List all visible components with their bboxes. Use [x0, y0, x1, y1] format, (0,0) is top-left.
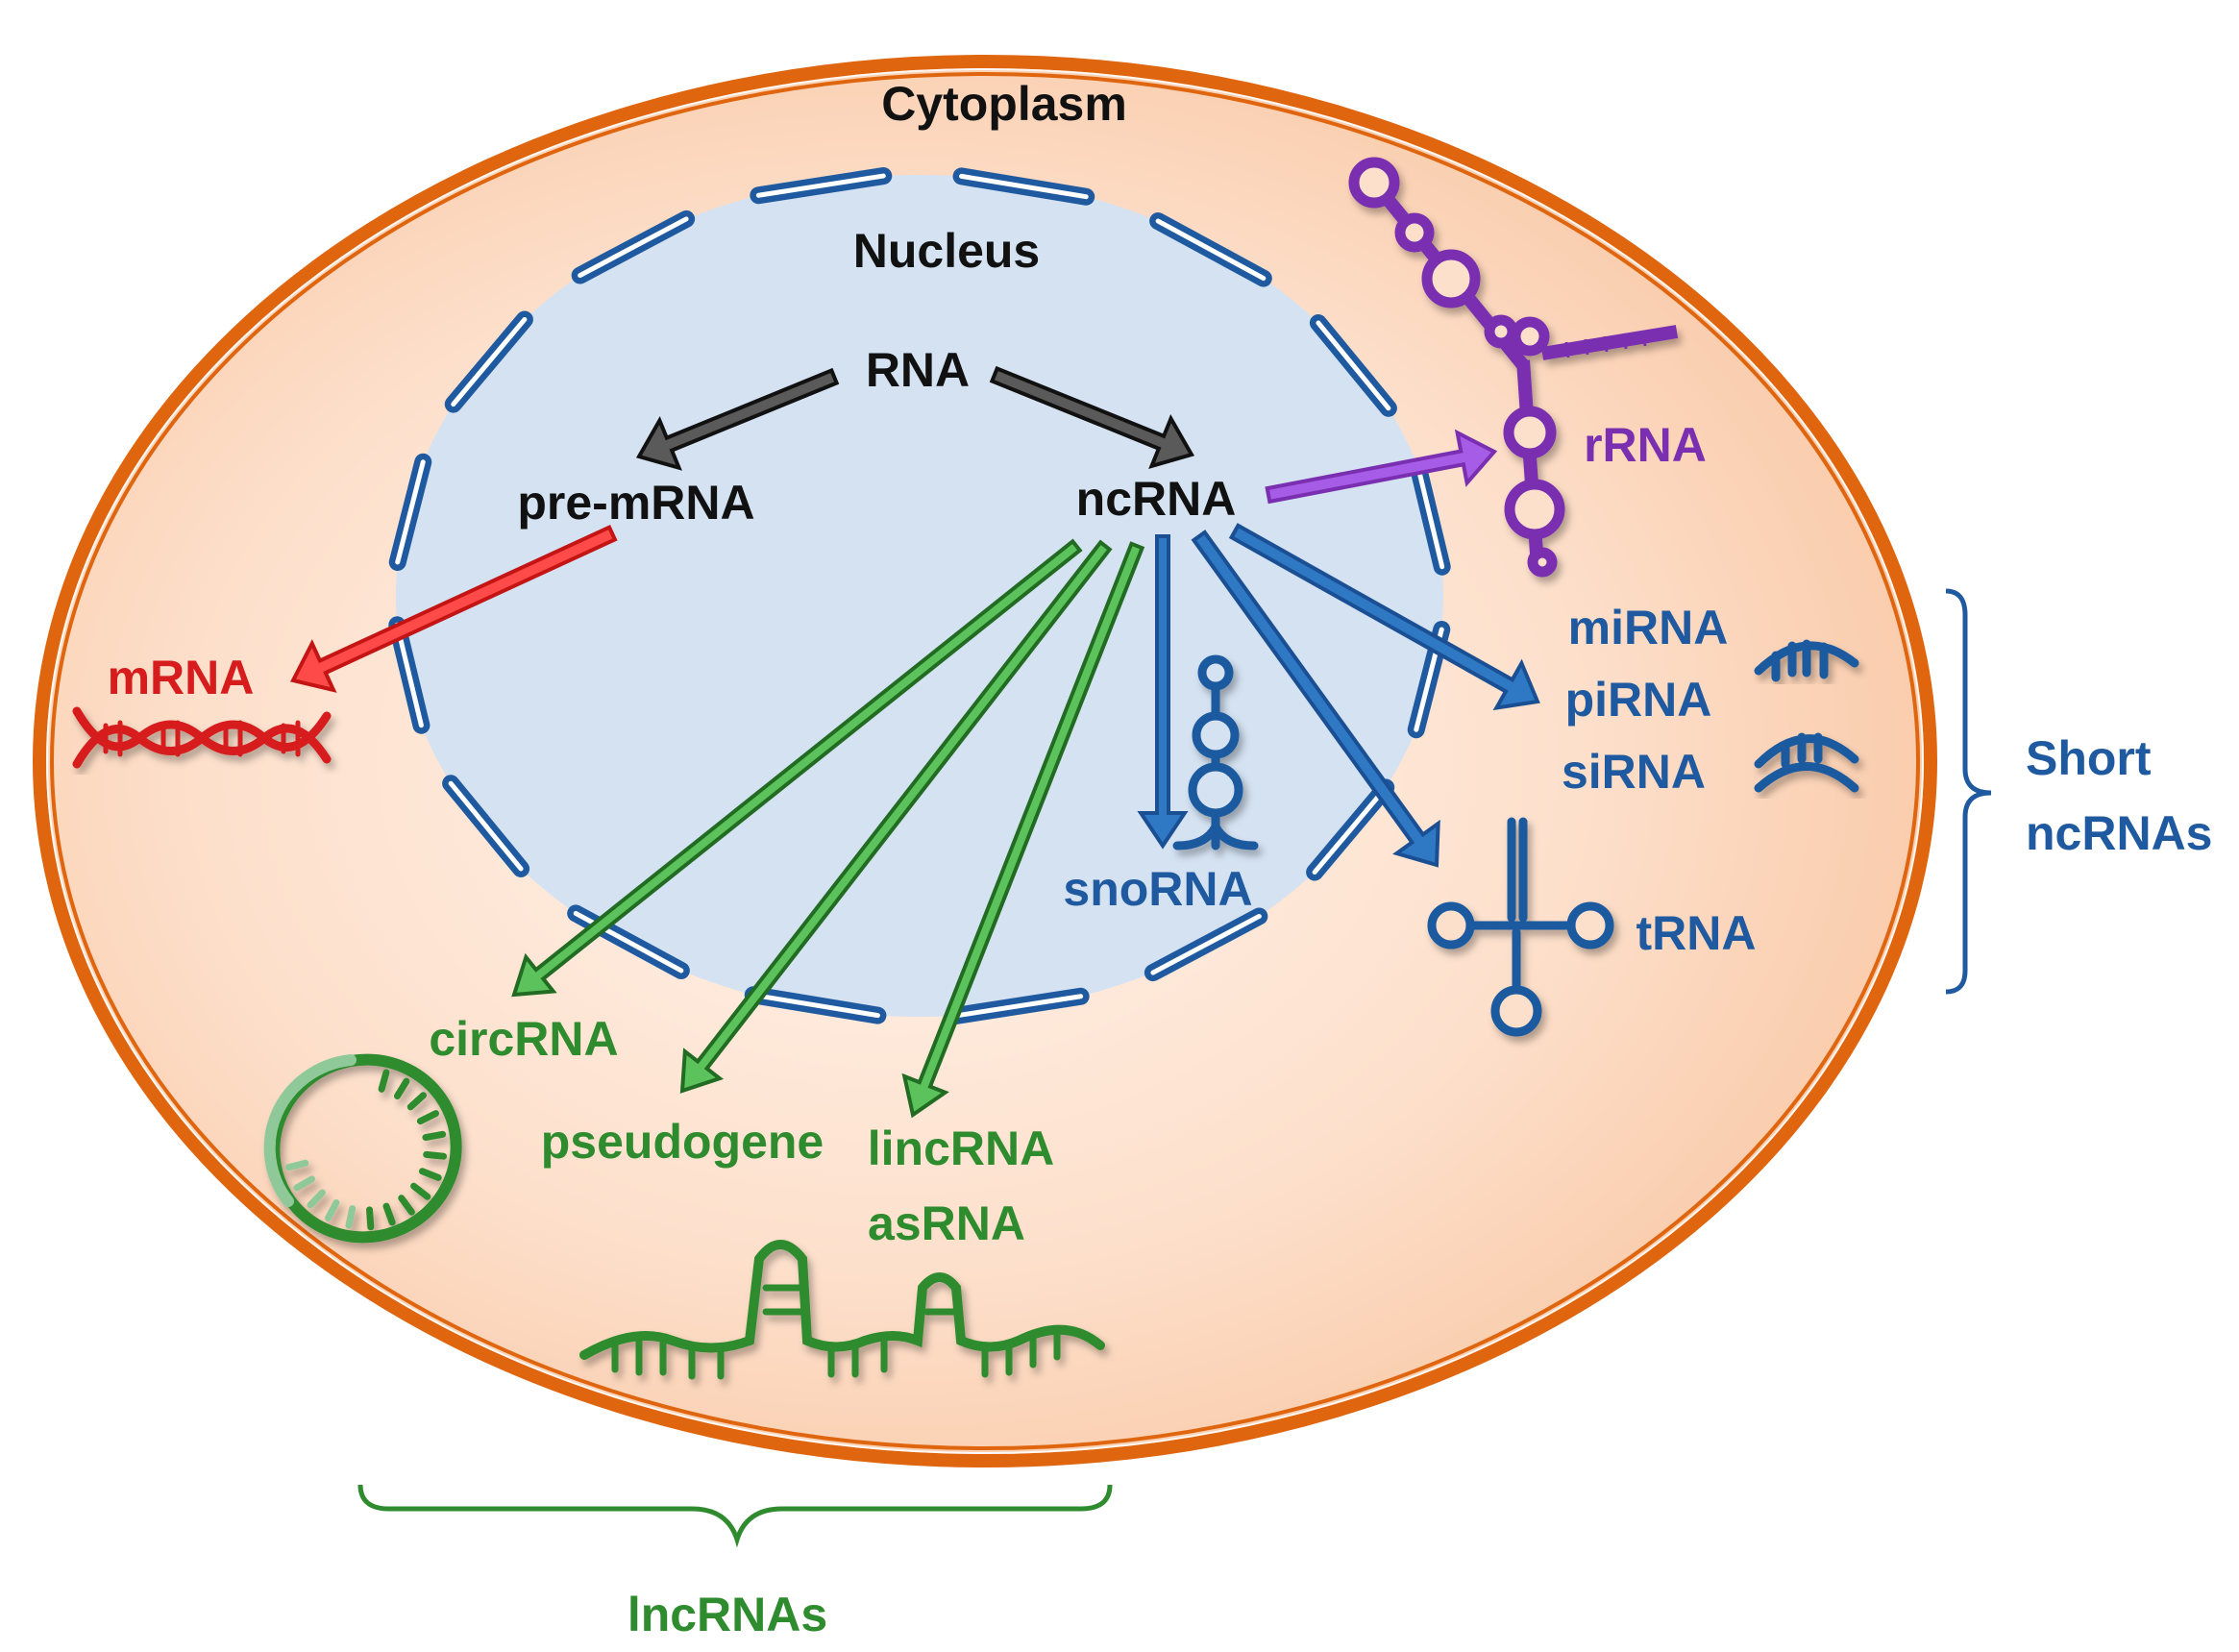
asrna-label: asRNA	[868, 1196, 1025, 1250]
circrna-base-tick	[324, 1198, 340, 1221]
circrna-base-tick	[345, 1205, 357, 1229]
cell-membrane-inner	[50, 72, 1920, 1450]
arrows	[290, 365, 1540, 1119]
lincrna-label: lincRNA	[868, 1122, 1054, 1175]
arrow-ncrna-to-pseudogene	[679, 539, 1113, 1094]
rrna-label: rRNA	[1584, 418, 1707, 472]
circrna-base-tick	[378, 1069, 390, 1093]
arrow-ncrna-to-snorna	[1137, 534, 1189, 850]
circrna-base-tick	[398, 1195, 415, 1216]
circrna-base-tick	[416, 1110, 439, 1125]
nuclear-pore-segment-highlight	[750, 992, 880, 1019]
long-rna-hairpins-icon	[579, 1240, 1105, 1380]
pseudogene-label: pseudogene	[541, 1115, 824, 1169]
circrna-label: circRNA	[429, 1012, 618, 1066]
nuclear-pore-segment-highlight	[1150, 913, 1262, 975]
rrna-structure-icon	[1348, 157, 1679, 578]
ncrna-label: ncRNA	[1076, 472, 1237, 526]
arrow-ncrna-to-mirna-pirna-sirna	[1228, 523, 1540, 711]
circrna-base-tick	[382, 1202, 396, 1226]
nuclear-pore-segment-highlight	[578, 216, 689, 279]
snorna-stem-loop-icon	[1172, 654, 1259, 851]
nuclear-pore-segment-highlight	[394, 622, 424, 728]
circrna-base-tick	[307, 1189, 326, 1209]
sirna-label: siRNA	[1562, 745, 1706, 799]
arrow-ncrna-to-rrna	[1265, 429, 1498, 505]
circrna-base-tick	[423, 1150, 448, 1160]
arrow-pre-mrna-to-mrna	[290, 524, 618, 693]
trna-cloverleaf-icon	[1427, 817, 1614, 1037]
circrna-base-tick	[406, 1092, 428, 1111]
small-rna-duplex-icon	[1754, 732, 1859, 793]
rna-label: RNA	[866, 343, 970, 397]
arrow-rna-to-pre-mrna	[635, 367, 840, 471]
nuclear-pore-segment-highlight	[953, 994, 1084, 1019]
circrna-base-tick	[418, 1168, 442, 1181]
arrow-ncrna-to-circrna	[511, 538, 1083, 998]
arrow-rna-to-ncrna	[989, 365, 1195, 469]
arrow-ncrna-to-lincrna-asrna	[901, 541, 1145, 1119]
cytoplasm-label: Cytoplasm	[881, 77, 1127, 131]
arrow-ncrna-to-trna	[1191, 530, 1440, 868]
circrna-base-tick	[422, 1130, 447, 1142]
lncrnas-bracket	[357, 1484, 1113, 1548]
nucleus-body	[396, 175, 1443, 1017]
lncrnas-label: lncRNAs	[627, 1588, 827, 1641]
nuclear-pore-segment-highlight	[395, 459, 426, 565]
nuclear-pore-segment-highlight	[755, 173, 886, 198]
circular-rna-icon	[263, 1053, 462, 1244]
circrna-base-tick	[366, 1206, 375, 1231]
nucleus-label: Nucleus	[853, 224, 1041, 278]
short-ncrnas-bracket	[1945, 588, 1992, 995]
pre-mrna-label: pre-mRNA	[517, 476, 754, 530]
nuclear-pore-segment-highlight	[448, 780, 524, 872]
nuclear-pore-segment-highlight	[1312, 784, 1389, 875]
mirna-label: miRNA	[1568, 601, 1729, 654]
circrna-base-tick	[410, 1182, 431, 1200]
nuclear-pore-segment-highlight	[959, 173, 1089, 200]
dna-double-helix-icon	[72, 706, 332, 769]
mrna-label: mRNA	[108, 651, 255, 704]
nucleus	[388, 167, 1451, 1024]
circrna-base-tick	[293, 1175, 316, 1192]
circrna-base-tick	[284, 1159, 309, 1171]
short-ncrnas-label-line2: ncRNAs	[2026, 806, 2212, 860]
circrna-base-tick	[393, 1077, 410, 1099]
pirna-label: piRNA	[1565, 673, 1712, 727]
snorna-label: snoRNA	[1063, 862, 1252, 916]
trna-label: tRNA	[1636, 906, 1757, 960]
nuclear-pore-segment-highlight	[1415, 463, 1445, 570]
nuclear-pore-segment-highlight	[1155, 218, 1267, 282]
small-rna-hairpin-icon	[1754, 639, 1859, 682]
nuclear-pore-segment-highlight	[1316, 320, 1391, 411]
short-ncrnas-label-line1: Short	[2026, 731, 2152, 785]
nuclear-pore-segment-highlight	[451, 316, 528, 407]
cell-membrane-inner-line	[46, 68, 1924, 1454]
nuclear-envelope	[388, 167, 1451, 1024]
